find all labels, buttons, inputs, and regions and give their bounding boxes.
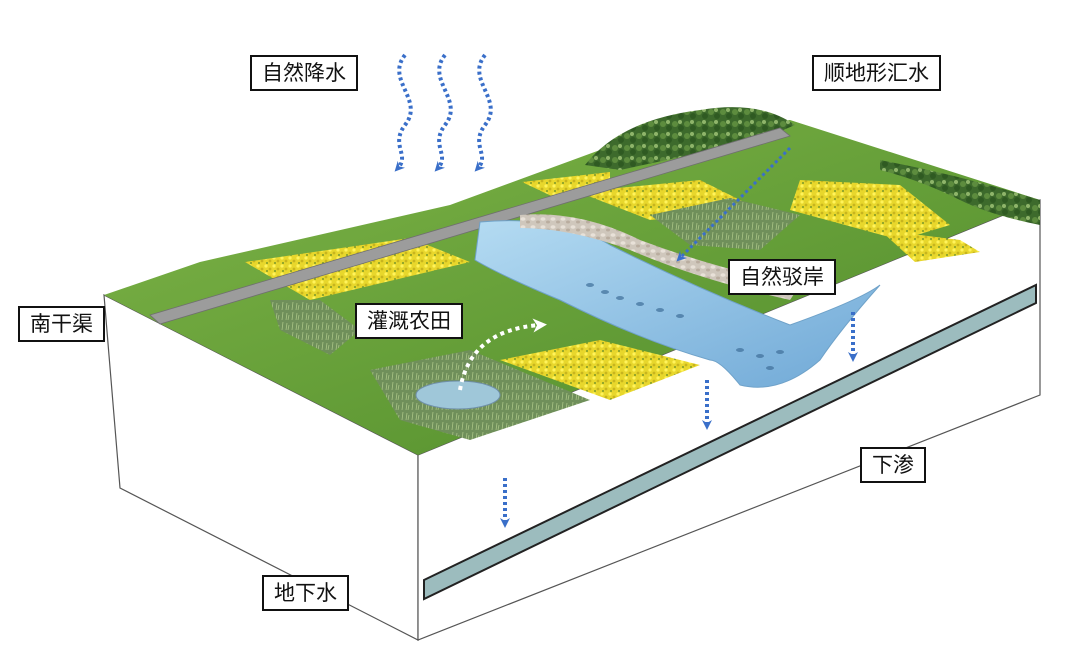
- rapeseed-field: [880, 230, 980, 262]
- rapeseed-field: [790, 180, 950, 240]
- fish-school: [586, 283, 784, 370]
- river-water: [474, 220, 881, 388]
- south-canal-label: 南干渠: [18, 306, 105, 342]
- natural-bank-label: 自然驳岸: [728, 259, 836, 295]
- rain-arrow: [474, 53, 493, 172]
- wetland-patch: [270, 300, 360, 355]
- rain-arrow: [394, 53, 413, 172]
- irrigation-pond: [415, 380, 501, 410]
- rain-label: 自然降水: [250, 55, 358, 91]
- rapeseed-field: [500, 340, 700, 400]
- infiltration-label: 下渗: [860, 447, 926, 483]
- rapeseed-field: [245, 238, 470, 300]
- canal-road: [149, 127, 791, 325]
- irrigation-label: 灌溉农田: [355, 303, 463, 339]
- aquifer-layer: [423, 283, 1037, 601]
- tree-belt: [585, 107, 795, 170]
- terrain-flow-label: 顺地形汇水: [812, 55, 941, 91]
- tree-belt-right: [880, 160, 1040, 225]
- irrigation-arrow: [458, 318, 547, 391]
- terrain-flow-arrow: [676, 146, 792, 262]
- wetland-patch: [650, 198, 800, 250]
- groundwater-label: 地下水: [262, 575, 349, 611]
- rain-arrow: [434, 53, 453, 172]
